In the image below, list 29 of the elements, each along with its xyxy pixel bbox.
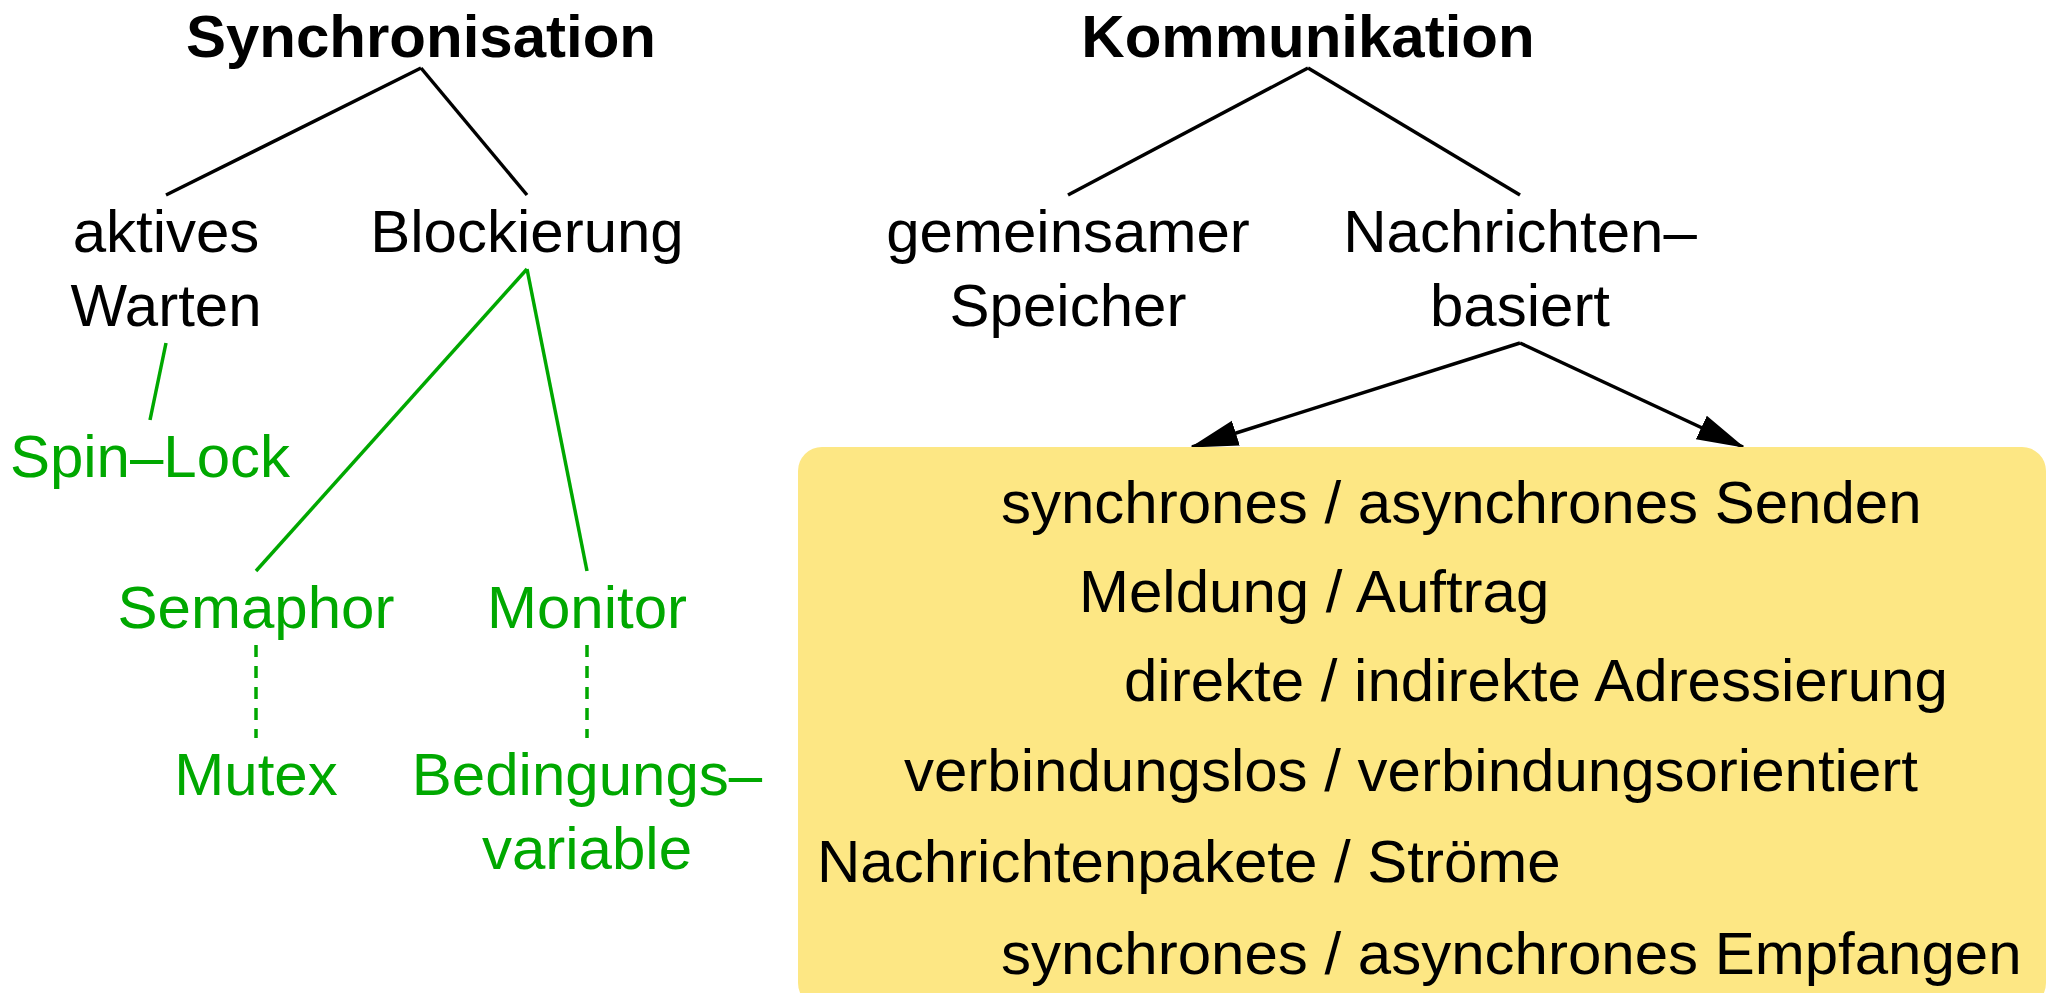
node-label: Mutex [174, 741, 338, 808]
tree-line [1067, 66, 1309, 197]
node-label: Monitor [486, 574, 688, 641]
heading: Kommunikation [1081, 3, 1535, 70]
node-label: Semaphor [117, 574, 395, 641]
node-label: Blockierung [370, 198, 684, 265]
tree-line [1307, 66, 1521, 197]
tree-line [254, 267, 529, 573]
node-label: Bedingungs– variable [411, 741, 763, 882]
list-item-text: synchrones / asynchrones Empfangen [1001, 919, 2022, 989]
arrow [1519, 341, 1745, 449]
list-item-text: Meldung / Auftrag [1079, 557, 1550, 627]
list-item-text: direkte / indirekte Adressierung [1124, 646, 1948, 716]
dashed-line [254, 645, 258, 738]
node-label: gemeinsamer Speicher [886, 198, 1250, 339]
tree-line [419, 66, 529, 197]
info-panel [798, 447, 2046, 993]
list-item-text: verbindungslos / verbindungsorientiert [904, 736, 1918, 806]
tree-line [148, 342, 168, 421]
dashed-line [585, 645, 589, 738]
arrow [1190, 341, 1521, 449]
heading: Synchronisation [185, 3, 657, 70]
tree-line [165, 66, 422, 197]
tree-line [525, 268, 589, 572]
list-item-text: synchrones / asynchrones Senden [1001, 468, 1922, 538]
node-label: Nachrichten– basiert [1343, 198, 1697, 339]
list-item-text: Nachrichtenpakete / Ströme [817, 827, 1561, 897]
node-label: aktives Warten [70, 198, 262, 339]
node-label: Spin–Lock [9, 423, 291, 490]
